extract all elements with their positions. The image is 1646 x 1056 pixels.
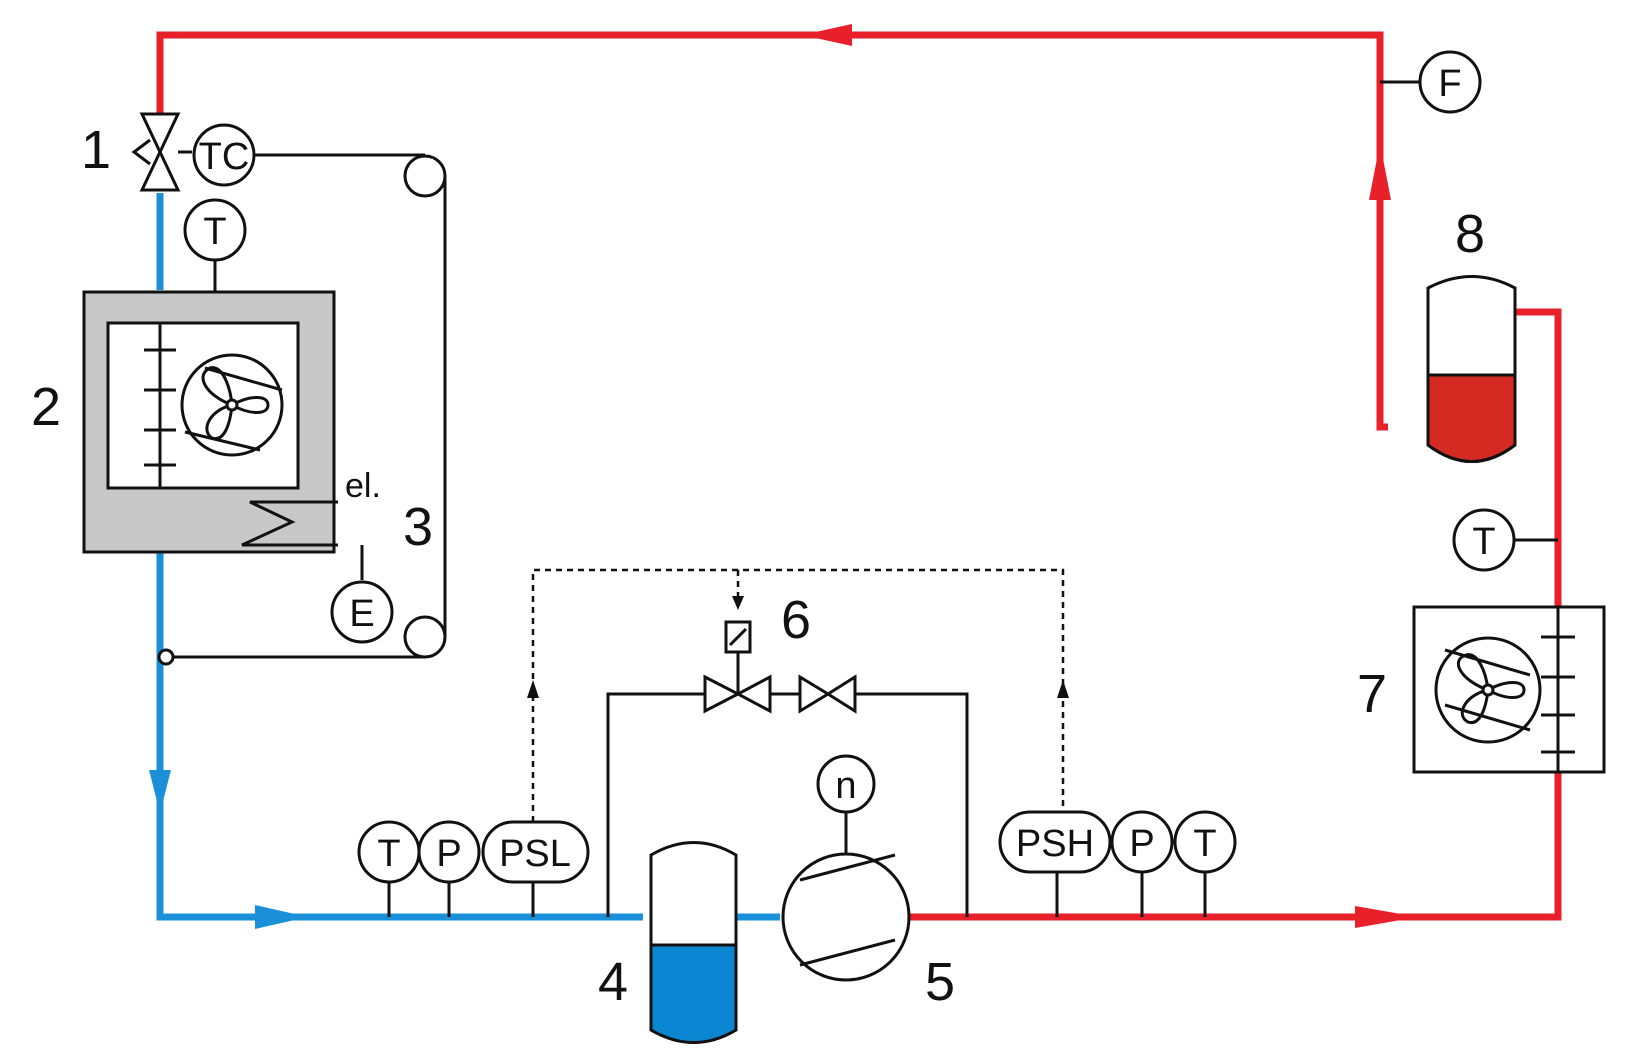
instrument-tc: TC [192,123,256,187]
component-label-1: 1 [81,120,111,180]
expansion-valve [131,112,192,192]
heater-label: el. [345,467,381,505]
condenser-fan-icon [1434,636,1542,744]
component-label-6: 6 [781,590,811,650]
condenser [1412,605,1606,774]
instrument-t-discharge: T [1173,810,1237,917]
instrument-f-label: F [1438,63,1461,105]
instrument-n-label: n [835,765,856,807]
component-label-2: 2 [31,377,61,437]
signal-arrow-valve [732,596,744,610]
instrument-t-suction-label: T [377,833,400,875]
flow-arrow-left [149,770,171,813]
compressor [781,812,911,982]
instrument-f: F [1380,50,1482,114]
flow-arrow-right [1369,143,1391,200]
component-label-8: 8 [1455,204,1485,264]
bypass-line [606,692,969,917]
liquid-separator [649,841,738,1044]
component-label-7: 7 [1357,664,1387,724]
component-label-4: 4 [598,952,628,1012]
component-label-5: 5 [925,952,955,1012]
instrument-t-evaporator: T [183,198,247,292]
instrument-t-condenser-label: T [1472,521,1495,563]
component-label-3: 3 [403,497,433,557]
liquid-receiver [1426,275,1517,463]
instrument-t-discharge-label: T [1193,823,1216,865]
flow-arrow-bottom [1355,906,1418,928]
instrument-t-evaporator-label: T [203,211,226,253]
instrument-tc-label: TC [199,136,250,178]
tc-signal-line [157,153,447,666]
condenser-coil [1541,607,1575,772]
instrument-e-label: E [349,593,374,635]
flow-arrow-suction [255,905,308,929]
flow-arrow-top [802,24,852,46]
instrument-t-condenser: T [1452,508,1558,572]
instrument-psl: PSL [481,820,590,917]
instrument-p-discharge: P [1110,810,1174,917]
instrument-p-suction: P [417,820,481,917]
instrument-n: n [816,754,876,814]
evaporator-fan-icon [180,353,284,457]
cold-refrigerant-line [156,193,780,921]
instrument-p-suction-label: P [436,833,461,875]
signal-arrow-psh [1057,680,1069,698]
hand-valve [798,674,857,714]
signal-arrow-psl [527,680,539,698]
cold-chamber [82,290,336,554]
instrument-psl-label: PSL [499,833,571,875]
instrument-psh: PSH [998,810,1112,917]
instrument-psh-label: PSH [1016,823,1094,865]
instrument-p-discharge-label: P [1129,823,1154,865]
instrument-t-suction: T [357,820,421,917]
electric-heater [241,500,364,580]
solenoid-valve [703,620,772,714]
evaporator-coil [144,323,176,488]
instrument-e: E [330,580,394,644]
